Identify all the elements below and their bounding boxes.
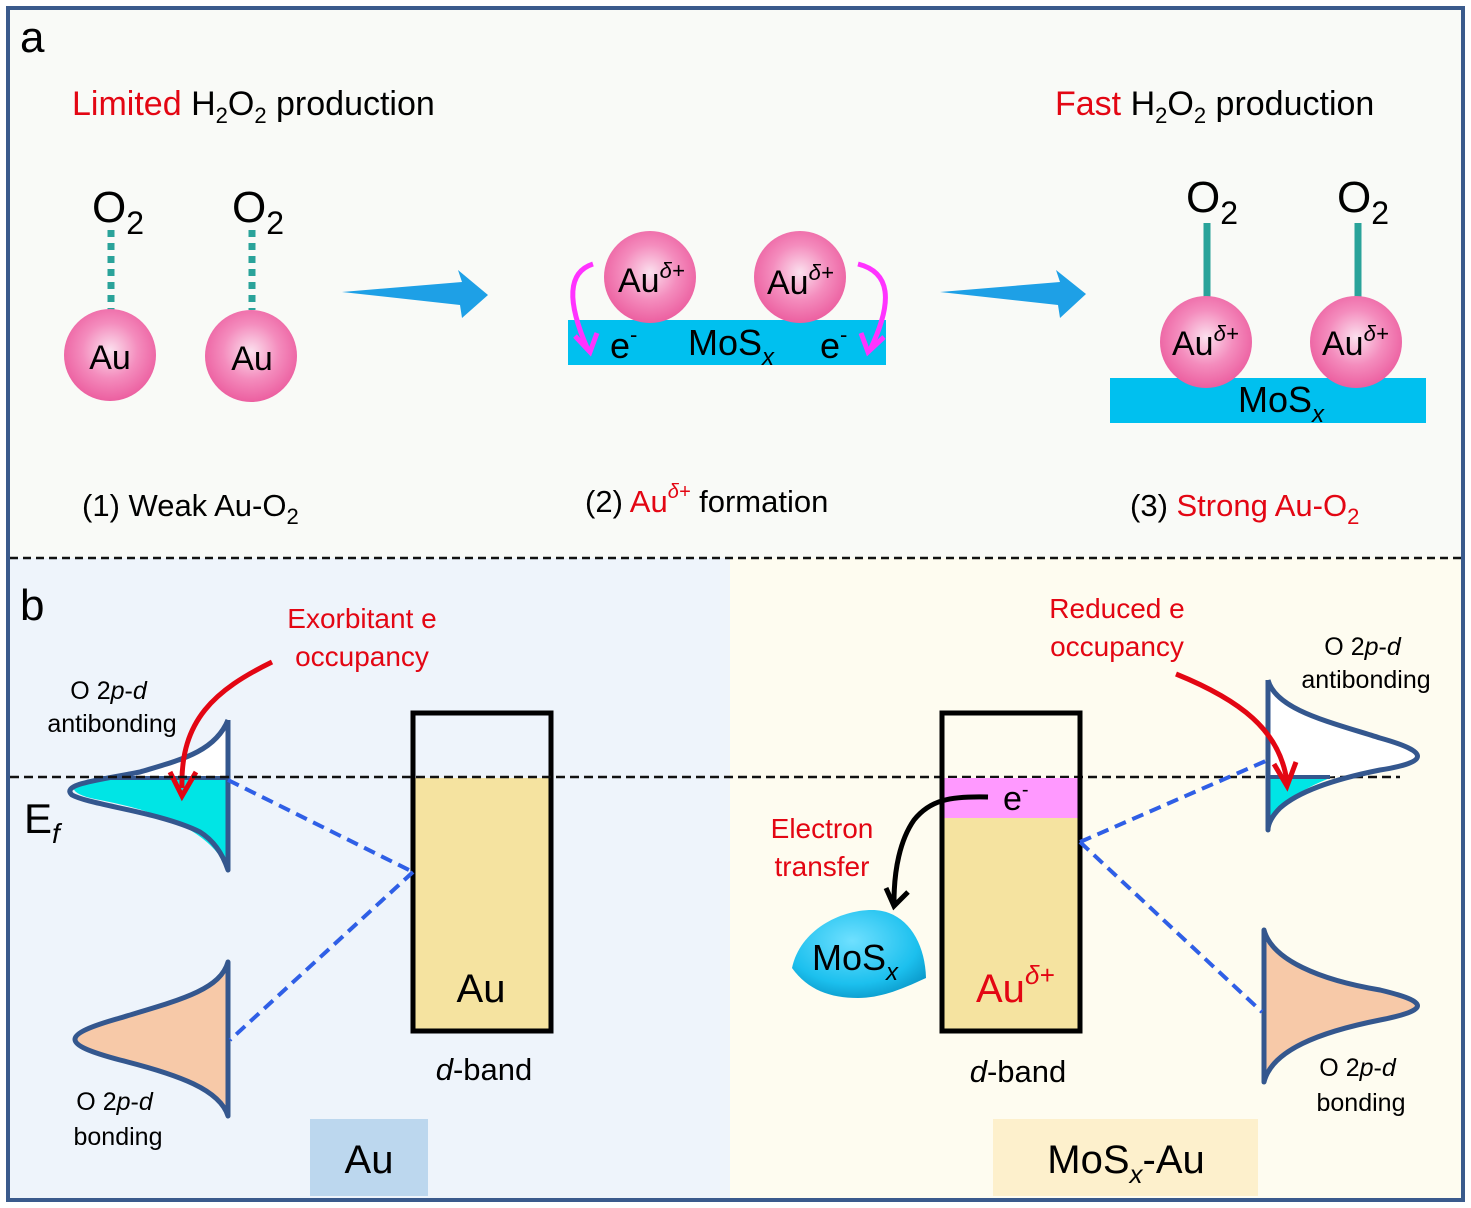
o2-label: O2 [92,183,144,241]
au-delta-particle [754,231,846,323]
step-1-caption: (1) Weak Au-O2 [82,488,299,529]
au-particle [205,310,297,402]
d-band-box [939,710,1083,1034]
d-band-label: Auδ+ [976,960,1055,1011]
process-arrow-icon [342,270,488,318]
panel-b-label: b [20,581,44,630]
d-band-filled [413,778,551,1031]
panel-b-left-background [8,558,730,1200]
fermi-level-label: Ef [24,795,63,849]
left-title: Limited H2O2 production [72,85,435,128]
d-band-label: Au [457,967,506,1011]
hybridization-line [227,778,414,874]
au-label: Au [231,340,273,378]
electron-transfer-arrow-icon [891,794,989,903]
mosx-label: MoSx [812,937,899,986]
antibonding-label: O 2p-d antibonding [47,677,176,738]
stage-3-strong-binding: O2 O2 Auδ+ Auδ+ MoSx [1110,173,1426,428]
antibonding-label: O 2p-d antibonding [1301,633,1430,694]
filled-antibonding-states [73,778,228,870]
au-delta-label: Auδ+ [1322,321,1389,363]
mosx-au-tag-label: MoSx-Au [1047,1138,1205,1189]
au-delta-label: Auδ+ [1172,321,1239,363]
o2-label: O2 [1186,173,1238,231]
d-band-filled [942,818,1080,1031]
electron-label: e- [820,322,847,366]
occupancy-arrow-icon [1175,671,1290,783]
d-band-caption: d-band [970,1054,1067,1089]
au-delta-particle [604,231,696,323]
occupancy-arrow-icon [179,659,274,789]
antibonding-dos-curve [1265,679,1420,833]
bonding-dos-curve [1261,927,1420,1085]
panel-b-right-background [730,558,1463,1200]
au-tag-label: Au [345,1138,394,1182]
mosx-substrate [568,320,886,365]
step-2-caption: (2) Auδ+ formation [585,481,828,519]
au-delta-particle [1160,296,1252,388]
au-delta-label: Auδ+ [618,258,685,300]
bonding-label: O 2p-d bonding [1317,1054,1406,1117]
electron-label: e- [610,322,637,366]
mosx-label: MoSx [1238,379,1325,428]
o2-label: O2 [232,183,284,241]
mosx-label: MoSx [688,322,775,371]
au-particle [64,309,156,401]
filled-antibonding-states [1268,778,1330,828]
au-delta-label: Auδ+ [767,260,834,302]
au-label: Au [89,339,131,377]
mosx-substrate [1110,378,1426,423]
bonding-dos-curve [72,959,231,1119]
d-band-caption: d-band [436,1052,533,1087]
au-delta-particle [1310,296,1402,388]
process-arrow-icon [940,270,1086,318]
mosx-au-tag [993,1119,1258,1196]
antibonding-dos-curve [67,718,231,873]
bonding-label: O 2p-d bonding [74,1088,163,1151]
hybridization-line [228,870,415,1042]
hybridization-line [1078,840,1264,1014]
electron-label: e- [1003,779,1029,818]
figure-frame [6,6,1465,1202]
panel-a-label: a [20,13,45,62]
au-tag [310,1119,428,1196]
o2-label: O2 [1337,173,1389,231]
electron-flow-arrow-icon [857,261,888,352]
right-title: Fast H2O2 production [1055,85,1374,128]
electron-flow-arrow-icon [570,261,594,352]
stage-2-charge-transfer: Auδ+ Auδ+ e- MoSx e- [568,231,888,371]
hybridization-line [1079,758,1269,844]
mosx-dome [792,910,926,998]
stage-1-weak-binding: O2 Au O2 Au [64,183,297,402]
step-3-caption: (3) Strong Au-O2 [1130,488,1359,529]
